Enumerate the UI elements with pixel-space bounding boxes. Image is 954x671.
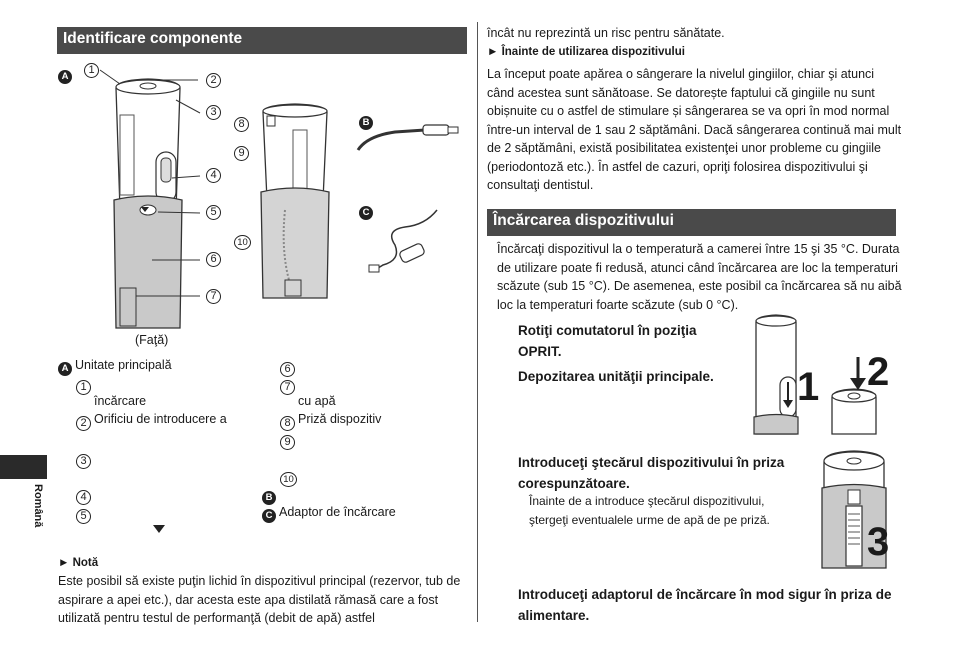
note-text: Este posibil să existe puţin lichid în d… bbox=[58, 574, 461, 625]
callout-6: 6 bbox=[206, 252, 221, 267]
figure-number-2: 2 bbox=[867, 350, 890, 394]
charging-text: Încărcaţi dispozitivul la o temperatură … bbox=[497, 242, 902, 312]
before-use-title: ► Înainte de utilizarea dispozitivului bbox=[487, 46, 685, 58]
figure-number-1: 1 bbox=[797, 365, 820, 409]
legend-b: B bbox=[262, 485, 279, 505]
side-tab-marker bbox=[0, 455, 47, 479]
callout-1: 1 bbox=[84, 63, 99, 78]
step-1-text: Rotiţi comutatorul în poziţia OPRIT. bbox=[518, 323, 697, 359]
callout-5: 5 bbox=[206, 205, 221, 220]
callout-2: 2 bbox=[206, 73, 221, 88]
legend-3: 3 bbox=[76, 448, 94, 469]
callout-9: 9 bbox=[234, 146, 249, 161]
legend-9: 9 bbox=[280, 429, 298, 450]
nozzle-illustration bbox=[356, 124, 459, 151]
step-3-text: Introduceţi ştecărul dispozitivului în p… bbox=[518, 455, 785, 491]
down-arrow-icon bbox=[153, 525, 165, 533]
legend-1: 1 bbox=[76, 374, 94, 395]
step-3-subtext: Înainte de a introduce ştecărul dispozit… bbox=[529, 494, 770, 527]
note-title: ► Notă bbox=[58, 557, 99, 569]
figure-number-3: 3 bbox=[867, 520, 890, 564]
intro-continuation: încât nu reprezintă un risc pentru sănăt… bbox=[487, 26, 725, 40]
step-4-text: Introduceţi adaptorul de încărcare în mo… bbox=[518, 587, 892, 623]
main-unit-back-illustration bbox=[260, 103, 330, 299]
callout-3: 3 bbox=[206, 105, 221, 120]
figure-b-label: B bbox=[359, 110, 373, 130]
before-use-text: La început poate apărea o sângerare la n… bbox=[487, 67, 902, 192]
step-2-text: Depozitarea unităţii principale. bbox=[518, 369, 714, 384]
legend-1-cont: încărcare bbox=[94, 394, 147, 408]
legend-4: 4 bbox=[76, 484, 94, 505]
callout-10: 10 bbox=[234, 235, 251, 250]
section-heading-charging: Încărcarea dispozitivului bbox=[487, 209, 896, 236]
figure-caption-front: (Faţă) bbox=[135, 333, 169, 347]
legend-6: 6 bbox=[280, 356, 298, 377]
legend-5: 5 bbox=[76, 503, 94, 524]
legend-7: 7 bbox=[280, 374, 298, 395]
callout-4: 4 bbox=[206, 168, 221, 183]
legend-10: 10 bbox=[280, 466, 300, 487]
callout-8: 8 bbox=[234, 117, 249, 132]
step-1-2-illustration bbox=[753, 314, 877, 435]
legend-7-cont: cu apă bbox=[298, 394, 336, 408]
column-divider bbox=[477, 22, 478, 622]
step-3-illustration bbox=[821, 450, 887, 569]
section-heading-components: Identificare componente bbox=[57, 27, 467, 54]
charging-adaptor-illustration bbox=[368, 209, 438, 273]
main-unit-front-illustration bbox=[99, 69, 201, 329]
callout-7: 7 bbox=[206, 289, 221, 304]
figure-a-label: A bbox=[58, 64, 72, 84]
side-tab-language: Română bbox=[32, 484, 44, 528]
figure-c-label: C bbox=[359, 200, 373, 220]
